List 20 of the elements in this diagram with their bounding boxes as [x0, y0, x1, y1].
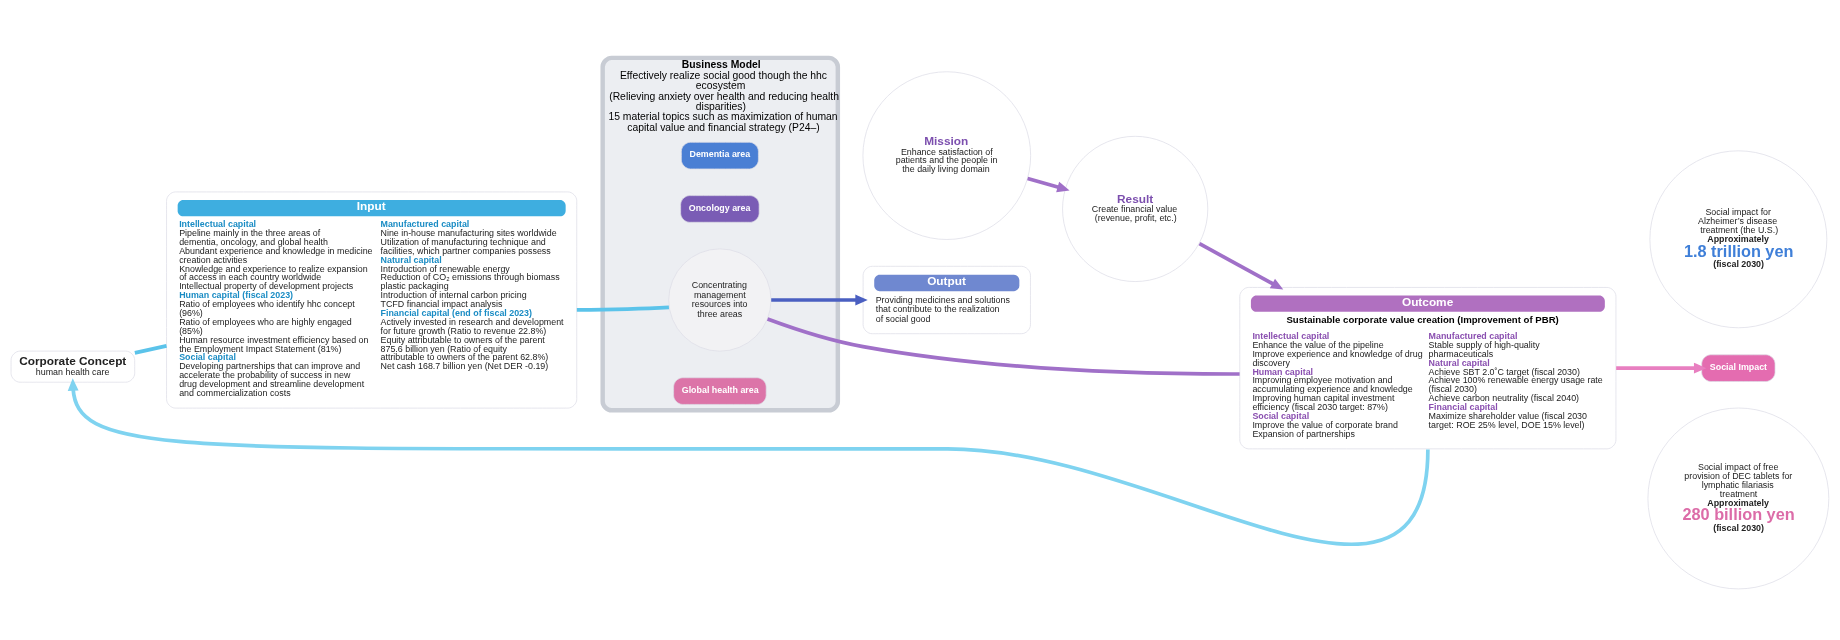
connector	[766, 316, 1240, 376]
node-circle: Result Create financial value (revenue, profit, etc.)	[1062, 135, 1209, 282]
node-circle: Social impact for Alzheimer’s disease treatment (the U.S.) Approximately 1.8 trillion yen (fiscal 2030)	[1649, 149, 1828, 328]
arrow	[771, 294, 868, 305]
node-box: Global health area	[673, 376, 767, 405]
node-circle: Concentrating management resources into three areas	[668, 248, 772, 352]
node-box: Output Providing medicines and solutions that contribute to the realization of social good	[862, 265, 1031, 334]
node-circle: Social impact of free provision of DEC tablets for lymphatic filariasis treatment Approximately 280 billion yen (fiscal 2030)	[1647, 407, 1830, 589]
connector	[134, 343, 167, 355]
node-box: Dementia area	[681, 141, 759, 169]
arrow	[1027, 176, 1070, 192]
node-box: Corporate Concept human health care	[10, 350, 136, 383]
node-box: Input Intellectual capital Pipeline mainly in the three areas of dementia, oncology, and global health Abundant experience and knowledge in medicine creation activities Knowledge and experience to realize expansion of access in each country worldwide Intellectual property of development projects Human capital (fiscal 2023) Ratio of employees who identify hhc concept (96%) Ratio of employees who are highly engaged (85%) Human resource investment efficiency based on the Employment Impact Statement (81%) Social capital Developing partnerships that can improve and accelerate the probability of success in new drug development and streamline development and commercialization costs Manufactured capital Nine in-house manufacturing sites worldwide Utilization of manufacturing technique and facilities, which partner companies possess Natural capital Introduction of renewable energy Reduction of CO₂ emissions through biomass plastic packaging Introduction of internal carbon pricing TCFD financial impact analysis Financial capital (end of fiscal 2023) Actively invested in research and development for future growth (Ratio to revenue 22.8%) Equity attributable to owners of the parent 875.6 billion yen (Ratio of equity attributable to owners of the parent 62.8%) Net cash 168.7 billion yen (Net DER -0.19)	[166, 191, 578, 408]
node-circle: Mission Enhance satisfaction of patients and the people in the daily living domain	[862, 70, 1032, 240]
connector	[576, 304, 669, 312]
node-box: Outcome Sustainable corporate value creation (Improvement of PBR) Intellectual capital Enhance the value of the pipeline Improve experience and knowledge of drug discovery Human capital Improving employee motivation and accumulating experience and knowledge Improving human capital investment efficiency (fiscal 2030 target: 87%) Social capital Improve the value of corporate brand Expansion of partnerships Manufactured capital Stable supply of high-quality pharmaceuticals Natural capital Achieve SBT 2.0˚C target (fiscal 2030) Achieve 100% renewable energy usage rate (fiscal 2030) Achieve carbon neutrality (fiscal 2040) Financial capital Maximize shareholder value (fiscal 2030 target: ROE 25% level, DOE 15% level)	[1239, 286, 1617, 449]
arrow	[1198, 241, 1284, 289]
node-box: Oncology area	[680, 194, 760, 223]
arrow	[1616, 362, 1707, 374]
node-box: Social Impact	[1701, 353, 1776, 382]
